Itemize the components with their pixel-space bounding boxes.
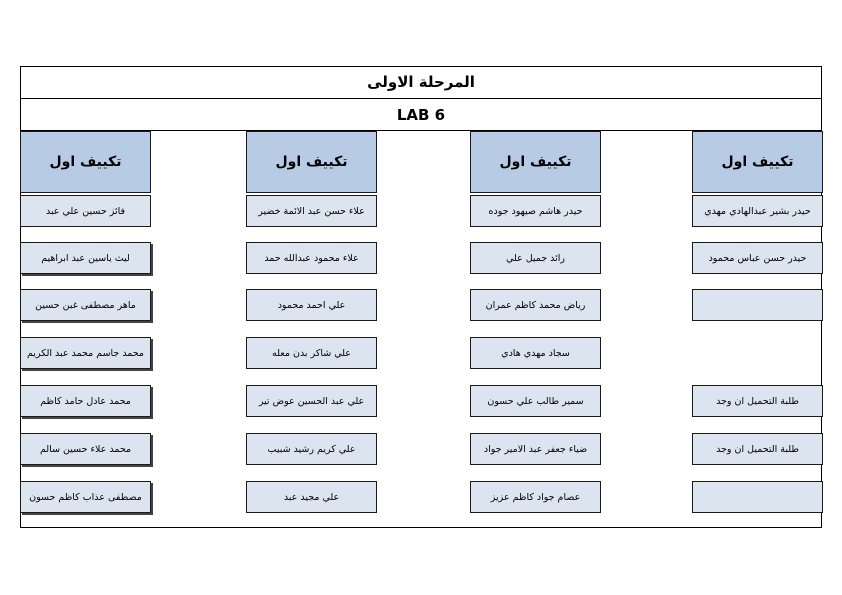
- student-cell: محمد عادل حامد كاظم: [20, 385, 151, 417]
- lab-title: LAB 6: [20, 99, 822, 131]
- group-header-2: تكييف اول: [470, 131, 601, 193]
- group-header-3: تكييف اول: [246, 131, 377, 193]
- student-cell: محمد علاء حسين سالم: [20, 433, 151, 465]
- student-cell: رائد جميل علي: [470, 242, 601, 274]
- student-cell: ماهر مصطفى غبن حسين: [20, 289, 151, 321]
- student-cell: طلبة التحميل ان وجد: [692, 385, 823, 417]
- student-cell: ليث ياسين عبد ابراهيم: [20, 242, 151, 274]
- student-cell: حيدر هاشم صيهود جوده: [470, 195, 601, 227]
- empty-cell: [692, 481, 823, 513]
- student-cell: رياض محمد كاظم عمران: [470, 289, 601, 321]
- student-cell: علاء حسن عبد الائمة خضير: [246, 195, 377, 227]
- student-cell: علي شاكر بدن معله: [246, 337, 377, 369]
- student-cell: حيدر حسن عباس محمود: [692, 242, 823, 274]
- student-cell: مصطفى عذاب كاظم حسون: [20, 481, 151, 513]
- student-cell: محمد جاسم محمد عبد الكريم: [20, 337, 151, 369]
- group-header-1: تكييف اول: [692, 131, 823, 193]
- student-cell: فائز حسين علي عبد: [20, 195, 151, 227]
- student-cell: ضياء جعفر عبد الامير جواد: [470, 433, 601, 465]
- student-cell: علي مجيد عبد: [246, 481, 377, 513]
- student-cell: علاء محمود عبدالله حمد: [246, 242, 377, 274]
- student-cell: عصام جواد كاظم عزيز: [470, 481, 601, 513]
- student-cell: علي عبد الحسين عوض تير: [246, 385, 377, 417]
- student-cell: علي كريم رشيد شبيب: [246, 433, 377, 465]
- student-cell: علي احمد محمود: [246, 289, 377, 321]
- student-cell: سمير طالب علي حسون: [470, 385, 601, 417]
- student-cell: سجاد مهدي هادي: [470, 337, 601, 369]
- page-title: المرحلة الاولى: [20, 66, 822, 99]
- student-cell: طلبة التحميل ان وجد: [692, 433, 823, 465]
- student-cell: حيدر بشير عبدالهادي مهدي: [692, 195, 823, 227]
- group-header-4: تكييف اول: [20, 131, 151, 193]
- empty-cell: [692, 289, 823, 321]
